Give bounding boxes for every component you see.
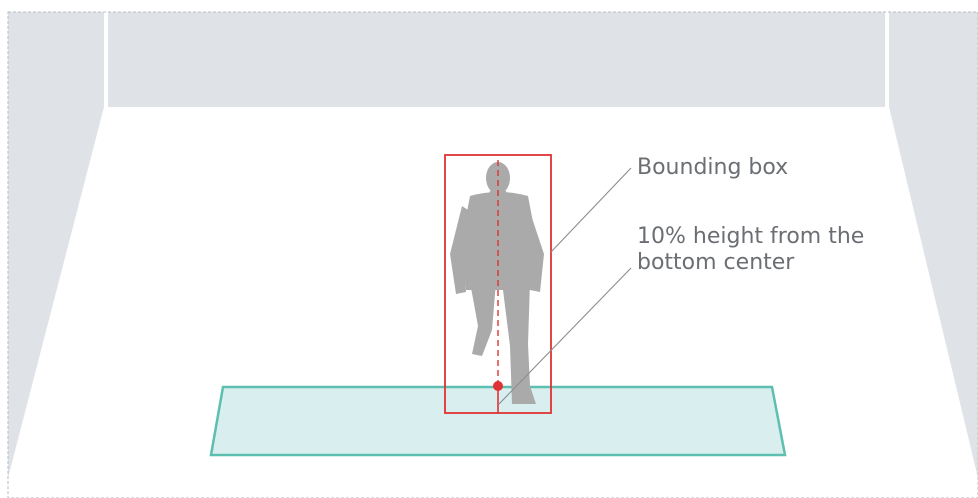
anchor-point bbox=[493, 381, 503, 391]
anchor-point-label-line2: bottom center bbox=[637, 250, 864, 276]
left-wall bbox=[8, 12, 104, 478]
anchor-point-label: 10% height from the bottom center bbox=[637, 224, 864, 276]
person-icon bbox=[450, 162, 544, 404]
anchor-point-label-line1: 10% height from the bbox=[637, 224, 864, 250]
leader-line-bbox bbox=[551, 168, 631, 252]
bounding-box-label: Bounding box bbox=[637, 155, 788, 181]
back-wall bbox=[108, 12, 885, 107]
right-wall bbox=[889, 12, 978, 478]
